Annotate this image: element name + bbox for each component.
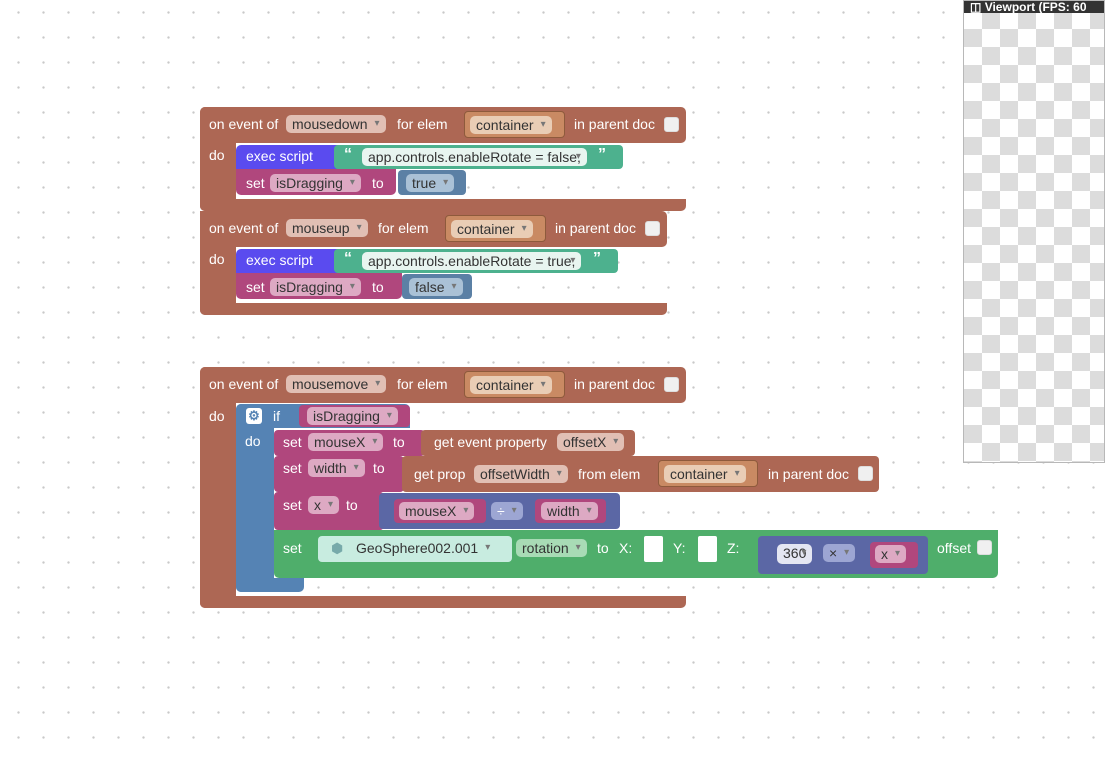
in-parent-doc-checkbox[interactable] <box>645 221 660 236</box>
event-block-mouseup[interactable] <box>200 211 667 247</box>
to-label: to <box>373 460 385 476</box>
in-parent-doc-label: in parent doc <box>574 376 655 392</box>
in-parent-doc-label: in parent doc <box>555 220 636 236</box>
prop-dropdown-offsetwidth[interactable]: offsetWidth <box>474 465 568 483</box>
to-label: to <box>393 434 405 450</box>
for-elem-label: for elem <box>397 376 448 392</box>
y-label: Y: <box>673 540 686 556</box>
property-dropdown-rotation[interactable]: rotation <box>516 539 587 557</box>
do-label: do <box>209 251 225 267</box>
math-op-dropdown[interactable]: ÷ <box>491 502 523 520</box>
from-elem-label: from elem <box>578 466 641 482</box>
y-socket[interactable] <box>698 536 717 562</box>
event-dropdown-mousedown[interactable]: mousedown <box>286 115 386 133</box>
bool-dropdown-true[interactable]: true <box>406 174 455 192</box>
to-label: to <box>372 279 384 295</box>
event-block-mousemove-footer <box>200 596 686 608</box>
exec-script-label: exec script <box>246 148 313 164</box>
event-dropdown-mouseup[interactable]: mouseup <box>286 219 368 237</box>
bool-dropdown-false[interactable]: false <box>409 278 463 296</box>
in-parent-doc-checkbox[interactable] <box>664 117 679 132</box>
event-dropdown-mousemove[interactable]: mousemove <box>286 375 387 393</box>
on-event-of-label: on event of <box>209 376 279 392</box>
cube-icon: ⬢ <box>331 540 344 556</box>
event-property-dropdown[interactable]: offsetX <box>557 433 625 451</box>
viewport-title: Viewport (FPS: 60 <box>984 1 1087 13</box>
set-label: set <box>283 497 302 513</box>
event-block-mousedown-footer <box>200 199 686 211</box>
var-dropdown-isdragging[interactable]: isDragging <box>270 174 361 192</box>
set-label: set <box>283 540 302 556</box>
offset-checkbox[interactable] <box>977 540 992 555</box>
close-quote-icon: ” <box>593 250 601 267</box>
event-block-mousedown-spine <box>200 107 236 211</box>
in-parent-doc-checkbox[interactable] <box>664 377 679 392</box>
viewport-icon: ◫ <box>970 1 982 13</box>
exec-script-block[interactable] <box>236 249 338 273</box>
set-label: set <box>283 434 302 450</box>
object-dropdown[interactable]: GeoSphere002.001 <box>350 539 497 557</box>
to-label: to <box>346 497 358 513</box>
event-block-mousedown[interactable] <box>200 107 686 143</box>
set-label: set <box>283 460 302 476</box>
number-field-360[interactable]: 360 <box>777 544 813 564</box>
var-dropdown-isdragging[interactable]: isDragging <box>270 278 361 296</box>
do-label: do <box>209 147 225 163</box>
if-label: if <box>273 408 280 424</box>
elem-dropdown-container[interactable]: container <box>451 220 533 238</box>
for-elem-label: for elem <box>378 220 429 236</box>
in-parent-doc-label: in parent doc <box>574 116 655 132</box>
elem-dropdown-container[interactable]: container <box>664 465 746 483</box>
z-label: Z: <box>727 540 740 556</box>
for-elem-label: for elem <box>397 116 448 132</box>
close-quote-icon: ” <box>598 146 606 163</box>
set-label: set <box>246 279 265 295</box>
to-label: to <box>372 175 384 191</box>
if-do-label: do <box>245 433 261 449</box>
event-block-mouseup-spine <box>200 211 236 315</box>
in-parent-doc-label: in parent doc <box>768 466 849 482</box>
open-quote-icon: “ <box>344 250 352 267</box>
exec-script-label: exec script <box>246 252 313 268</box>
exec-script-block[interactable] <box>236 145 338 169</box>
var-dropdown-width[interactable]: width <box>308 459 365 477</box>
right-operand-dropdown[interactable]: width <box>541 502 598 520</box>
if-block-spine <box>236 404 274 592</box>
to-label: to <box>597 540 609 556</box>
gear-icon[interactable]: ⚙ <box>246 408 262 424</box>
elem-dropdown-container[interactable]: container <box>470 376 552 394</box>
in-parent-doc-checkbox[interactable] <box>858 466 873 481</box>
open-quote-icon: “ <box>344 146 352 163</box>
x-socket[interactable] <box>644 536 663 562</box>
elem-dropdown-container[interactable]: container <box>470 116 552 134</box>
on-event-of-label: on event of <box>209 116 279 132</box>
var-dropdown-x[interactable]: x <box>308 496 339 514</box>
event-block-mousemove-spine <box>200 367 236 608</box>
viewport-header[interactable]: ◫ Viewport (FPS: 60 <box>964 1 1104 13</box>
offset-label: offset <box>937 540 971 556</box>
do-label: do <box>209 408 225 424</box>
event-block-mouseup-footer <box>200 303 667 315</box>
get-prop-label: get prop <box>414 466 466 482</box>
script-text-field[interactable]: app.controls.enableRotate = false; <box>362 148 587 166</box>
x-label: X: <box>619 540 633 556</box>
get-event-property-label: get event property <box>434 434 547 450</box>
math-op-dropdown[interactable]: × <box>823 544 856 562</box>
set-label: set <box>246 175 265 191</box>
on-event-of-label: on event of <box>209 220 279 236</box>
event-block-mousemove[interactable] <box>200 367 686 403</box>
if-block-footer <box>236 578 304 592</box>
var-dropdown-x[interactable]: x <box>875 545 906 563</box>
viewport-panel[interactable]: ◫ Viewport (FPS: 60 <box>963 0 1105 463</box>
script-text-field[interactable]: app.controls.enableRotate = true; <box>362 252 582 270</box>
cond-var-dropdown[interactable]: isDragging <box>307 407 398 425</box>
left-operand-dropdown[interactable]: mouseX <box>399 502 475 520</box>
var-dropdown-mousex[interactable]: mouseX <box>308 433 384 451</box>
